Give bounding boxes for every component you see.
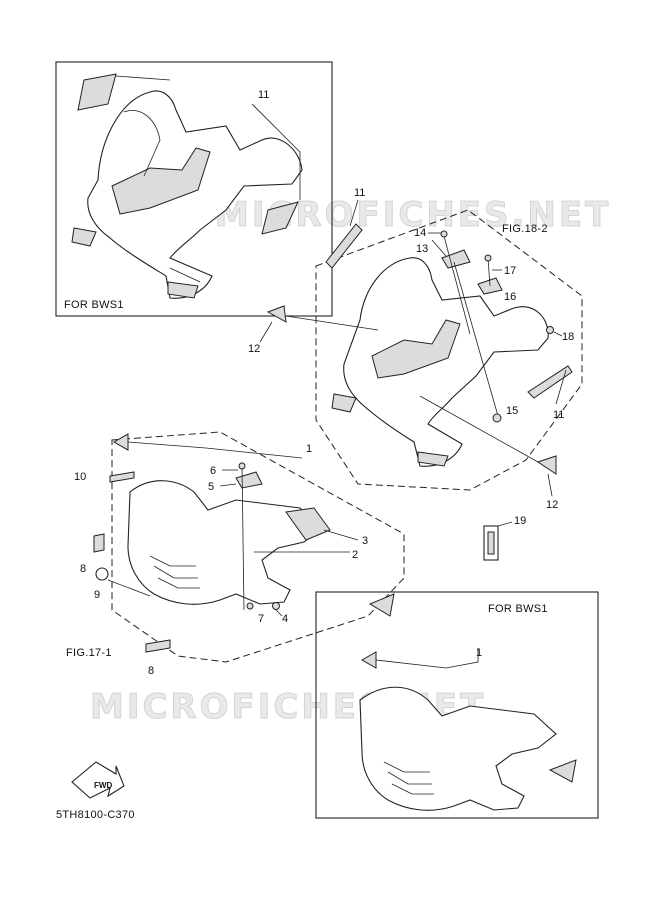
mid-reflector <box>331 393 357 413</box>
clip-15 <box>492 413 502 423</box>
rear-fender-bws1 <box>87 90 303 299</box>
callout-12-left: 12 <box>248 343 260 355</box>
rear-fender-assembly: 11 11 12 12 13 14 15 16 17 18 FIG.18-2 1… <box>248 187 583 561</box>
cap-9 <box>95 567 109 581</box>
front-reflector-1 <box>368 593 395 617</box>
fwd-label: FWD <box>94 781 112 790</box>
callout-8-b: 8 <box>148 665 154 677</box>
front-badge-1 <box>112 433 129 451</box>
bws1-rear-box <box>55 61 333 317</box>
callout-11-right: 11 <box>553 409 564 421</box>
clip-7 <box>246 602 254 610</box>
callout-12-right: 12 <box>546 499 558 511</box>
fig18-2-ref: FIG.18-2 <box>502 223 548 235</box>
rear-fender <box>343 257 549 467</box>
rear-fender-bws1-group: 11 FOR BWS1 <box>55 61 333 317</box>
bws1-badge-1 <box>360 651 377 669</box>
fwd-arrow: FWD <box>71 761 125 799</box>
left-reflector <box>71 227 97 247</box>
front-boundary <box>111 431 405 663</box>
screw-14 <box>443 235 471 335</box>
decal-8-b <box>145 639 171 653</box>
mid-rear-badge <box>417 451 449 467</box>
decal-11-b <box>261 201 299 235</box>
pad-5 <box>235 471 263 489</box>
callout-3: 3 <box>362 535 368 547</box>
callout-13: 13 <box>416 243 428 255</box>
callout-14: 14 <box>414 227 426 239</box>
decal-10 <box>109 471 135 483</box>
callout-11-top: 11 <box>258 89 269 101</box>
callout-15: 15 <box>506 405 518 417</box>
pad-13 <box>441 249 471 269</box>
callout-11-mid: 11 <box>354 187 365 199</box>
callout-6: 6 <box>210 465 216 477</box>
callout-18: 18 <box>562 331 574 343</box>
front-fender-bws1 <box>359 686 557 811</box>
variant-label-top: FOR BWS1 <box>64 299 124 311</box>
badge-12-left <box>266 305 287 323</box>
bws1-reflector <box>548 759 577 783</box>
badge-12-right <box>536 455 557 475</box>
callout-7: 7 <box>258 613 264 625</box>
bws1-front-box <box>315 591 599 819</box>
fig18-2-boundary <box>315 209 583 491</box>
callout-17: 17 <box>504 265 516 277</box>
mid-seat-well <box>371 319 461 379</box>
callout-4: 4 <box>282 613 288 625</box>
drawing-code: 5TH8100-C370 <box>56 809 135 821</box>
seat-well <box>111 147 211 215</box>
front-fender-bws1-group: FOR BWS1 1 <box>315 591 599 819</box>
callout-1-bottom: 1 <box>476 647 482 659</box>
fig17-1-ref: FIG.17-1 <box>66 647 112 659</box>
callout-2: 2 <box>352 549 358 561</box>
front-fender <box>127 480 323 605</box>
callout-8-a: 8 <box>80 563 86 575</box>
screw-17 <box>487 257 491 287</box>
nut-4 <box>272 602 280 610</box>
callout-10: 10 <box>74 471 86 483</box>
screw-6 <box>241 465 245 611</box>
callout-5: 5 <box>208 481 214 493</box>
decal-8-a <box>93 533 105 553</box>
callout-9: 9 <box>94 589 100 601</box>
rear-badge <box>167 281 199 299</box>
callout-16: 16 <box>504 291 516 303</box>
decal-11-mid <box>325 223 363 269</box>
callout-19: 19 <box>514 515 526 527</box>
decal-11-right <box>527 365 573 399</box>
front-fender-assembly: 1 2 3 4 5 6 7 8 8 9 10 FIG.17-1 <box>66 431 405 677</box>
panel-3 <box>285 507 331 541</box>
callout-1: 1 <box>306 443 312 455</box>
grommet-18 <box>546 326 554 334</box>
decal-11-a <box>77 73 117 111</box>
variant-label-bottom: FOR BWS1 <box>488 603 548 615</box>
